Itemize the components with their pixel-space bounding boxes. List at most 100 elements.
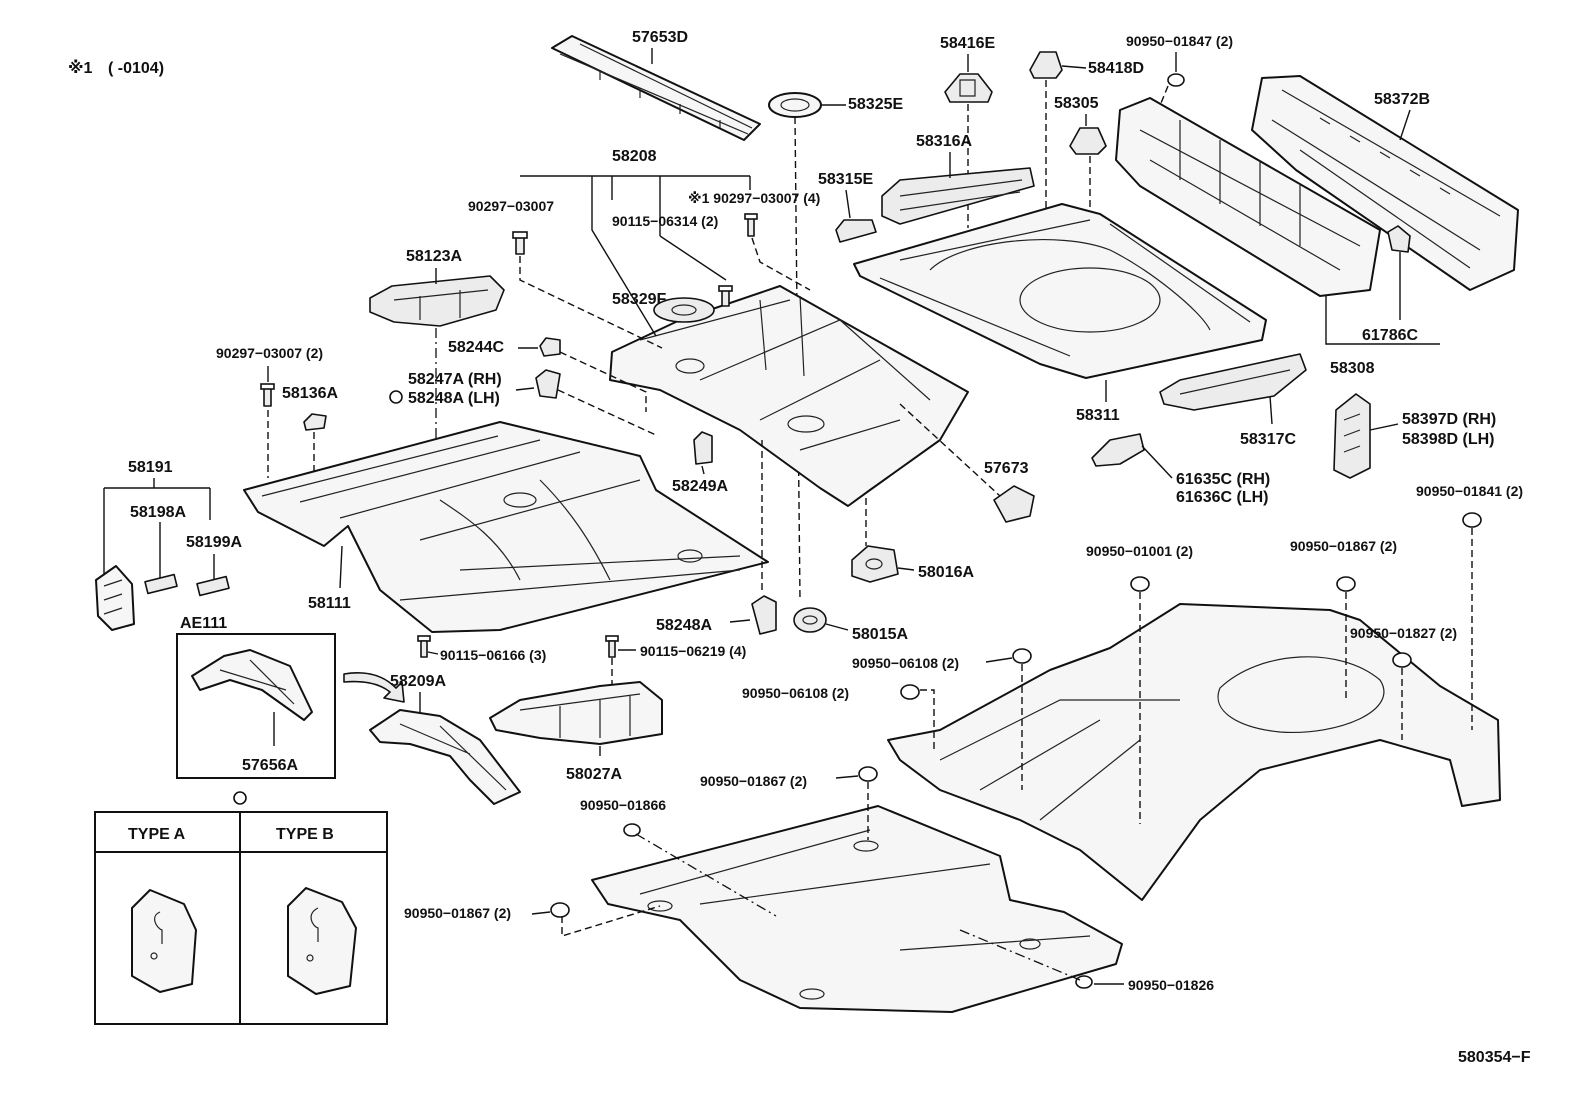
label-90297-03007: 90297−03007 [468,198,554,214]
label-90950-01866: 90950−01866 [580,797,666,813]
part-58191 [95,565,135,631]
label-58247A: 58247A (RH) [408,371,502,388]
part-58416E [944,73,993,103]
inset-AE111 [176,633,336,779]
type-a-heading: TYPE A [128,826,186,843]
screw-90297-03007-x2 [260,383,275,407]
plug-90950-01827 [1392,652,1412,668]
type-b-bracket [287,887,357,995]
plug-90950-01866 [623,823,641,837]
screw-90297-03007-x4 [744,213,758,237]
part-58308 [1115,97,1381,297]
label-90950-06108-a: 90950−06108 (2) [852,655,959,671]
part-58027A [489,681,663,745]
label-58317C: 58317C [1240,431,1296,448]
label-90950-01001: 90950−01001 (2) [1086,543,1193,559]
part-58418D [1029,51,1063,79]
part-58244C [539,337,561,357]
label-58308: 58308 [1330,360,1375,377]
type-b-heading: TYPE B [276,826,334,843]
label-57673: 57673 [984,460,1029,477]
plug-90950-01826 [1075,975,1093,989]
part-61635C [1091,433,1145,467]
part-58015A [793,607,827,633]
part-58248A [751,595,777,635]
label-90115-06314: 90115−06314 (2) [612,213,718,229]
part-58329F [653,297,715,323]
part-58311 [853,203,1267,379]
label-58315E: 58315E [818,171,873,188]
label-AE111: AE111 [180,615,227,632]
silencer-front-floor [591,805,1123,1013]
label-90950-01827: 90950−01827 (2) [1350,625,1457,641]
part-58316A [881,167,1035,225]
part-58249A [693,431,713,465]
screw-90115-06166 [417,635,431,658]
plug-90950-01867-c [550,902,570,918]
label-58198A: 58198A [130,504,186,521]
label-58123A: 58123A [406,248,462,265]
part-58123A [369,275,505,327]
label-58329F: 58329F [612,291,666,308]
screw-90115-06314 [718,285,733,307]
plug-90950-01001 [1130,576,1150,592]
type-table [94,811,388,1025]
plug-90950-01867-b [858,766,878,782]
label-58316A: 58316A [916,133,972,150]
note-text: ( -0104) [108,60,164,77]
part-58198A [144,573,178,595]
plug-90950-06108-b [900,684,920,700]
part-57653D [551,35,761,141]
label-58248A-lh: 58248A (LH) [408,390,500,407]
label-58397D: 58397D (RH) [1402,411,1496,428]
part-58315E [835,219,877,243]
note-mark: ※1 [68,59,93,77]
plug-90950-01841 [1462,512,1482,528]
part-57673 [993,485,1035,523]
label-61786C: 61786C [1362,327,1418,344]
label-61635C: 61635C (RH) [1176,471,1270,488]
label-58199A: 58199A [186,534,242,551]
part-58317C [1159,353,1307,411]
label-58249A: 58249A [672,478,728,495]
lh-marker-icon [389,390,403,404]
part-57656A [191,649,313,721]
screw-90297-03007 [512,231,528,255]
label-58209A: 58209A [390,673,446,690]
label-90950-01826: 90950−01826 [1128,977,1214,993]
diagram-id: 580354−F [1458,1049,1531,1066]
part-58247A [535,369,561,399]
part-58325E [768,92,822,118]
part-61786C [1387,225,1411,253]
part-58111 [243,421,769,633]
label-61636C: 61636C (LH) [1176,489,1268,506]
label-58398D: 58398D (LH) [1402,431,1494,448]
label-58372B: 58372B [1374,91,1430,108]
label-58418D: 58418D [1088,60,1144,77]
part-58199A [196,575,230,597]
label-58191: 58191 [128,459,173,476]
label-58016A: 58016A [918,564,974,581]
plug-90950-06108-a [1012,648,1032,664]
label-90950-01867-c: 90950−01867 (2) [404,905,511,921]
label-90950-06108-b: 90950−06108 (2) [742,685,849,701]
silencer-rear-floor [887,603,1501,901]
label-58311: 58311 [1076,407,1120,424]
part-58209A [369,709,521,805]
label-58416E: 58416E [940,35,995,52]
part-58305 [1069,127,1107,155]
arrow-icon [343,672,405,703]
label-58248A: 58248A [656,617,712,634]
part-58016A [851,545,899,583]
label-90115-06219: 90115−06219 (4) [640,643,746,659]
part-58397D [1333,393,1371,479]
plug-90950-01867-a [1336,576,1356,592]
label-90950-01867-a: 90950−01867 (2) [1290,538,1397,554]
label-58208: 58208 [612,148,657,165]
label-57653D: 57653D [632,29,688,46]
label-90950-01841: 90950−01841 (2) [1416,483,1523,499]
plug-90950-01847 [1167,73,1185,87]
part-58372B [1251,75,1519,291]
